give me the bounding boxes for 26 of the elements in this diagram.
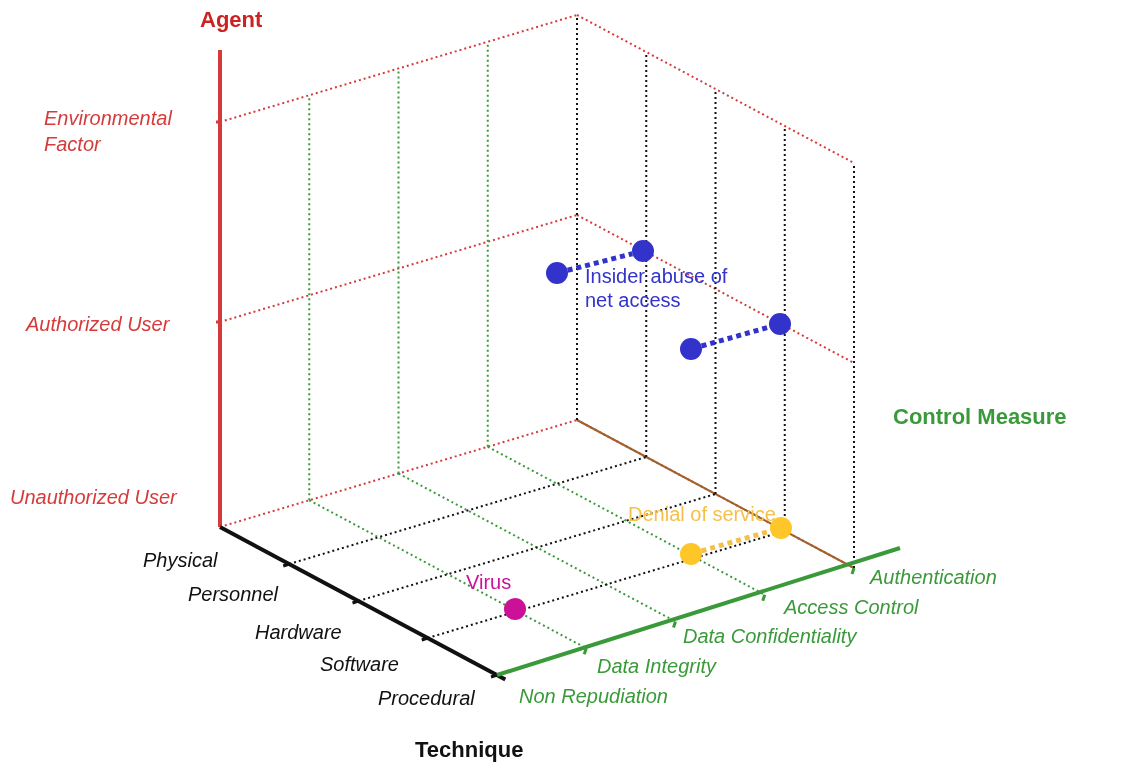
axis-title: Technique: [415, 738, 524, 762]
data-point: [769, 313, 791, 335]
axis-category-label: Data Integrity: [597, 654, 716, 678]
axis-category-label: Data Confidentiality: [683, 624, 857, 648]
connector-line: [700, 324, 771, 349]
axis-category-label: Software: [320, 652, 399, 676]
axis-category-label: Personnel: [188, 582, 279, 606]
axis-category-label: Environmental Factor: [44, 106, 174, 157]
axis-category-label: Physical: [143, 548, 218, 572]
axis-category-label: Access Control: [784, 595, 919, 619]
axis-category-label: Non Repudiation: [519, 684, 668, 708]
connector-line: [567, 251, 633, 273]
axis-category-label: Hardware: [255, 620, 342, 644]
axis-category-label: Authentication: [870, 565, 997, 589]
data-point-label: Virus: [466, 570, 512, 594]
data-point: [546, 262, 568, 284]
axis-category-label: Unauthorized User: [10, 485, 177, 509]
axis-category-label: Procedural: [378, 686, 475, 710]
data-point-label: Insider abuse of net access: [585, 264, 729, 312]
data-point: [632, 240, 654, 262]
data-point: [680, 543, 702, 565]
axis-title: Control Measure: [893, 405, 1067, 429]
data-point: [680, 338, 702, 360]
data-point: [504, 598, 526, 620]
axis-title: Agent: [200, 8, 263, 32]
axis-category-label: Authorized User: [26, 312, 170, 336]
